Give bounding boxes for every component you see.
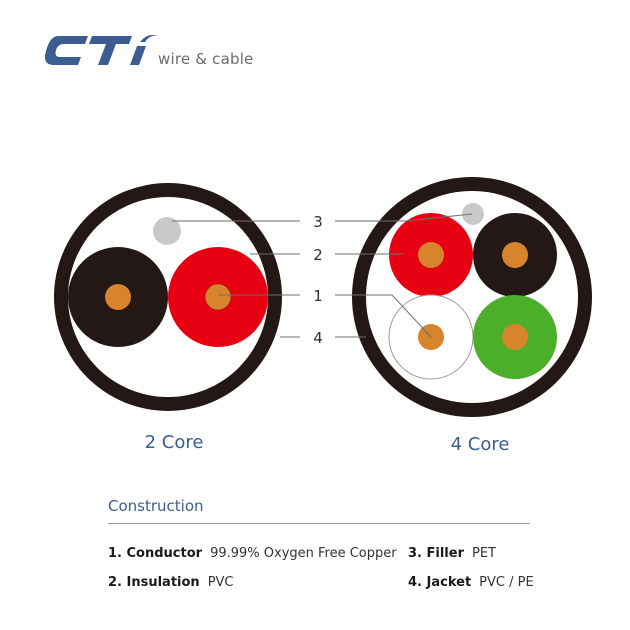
callout-jacket: 4 bbox=[313, 329, 323, 347]
caption-two-core: 2 Core bbox=[144, 432, 204, 453]
spec-conductor-value: 99.99% Oxygen Free Copper bbox=[210, 546, 397, 561]
four-core-filler bbox=[462, 203, 484, 225]
spec-conductor-key: 1. Conductor bbox=[108, 546, 203, 561]
cti-logo bbox=[45, 34, 158, 65]
two-core-cable bbox=[54, 183, 282, 411]
four-core-red-conductor bbox=[418, 242, 444, 268]
four-core-black-conductor bbox=[502, 242, 528, 268]
spec-filler: 3. Filler PET bbox=[408, 545, 496, 561]
construction-divider bbox=[108, 523, 530, 524]
spec-insulation-key: 2. Insulation bbox=[108, 575, 200, 590]
spec-filler-value: PET bbox=[472, 546, 496, 561]
caption-four-core: 4 Core bbox=[450, 434, 510, 455]
spec-jacket-key: 4. Jacket bbox=[408, 575, 472, 590]
callout-conductor: 1 bbox=[313, 287, 323, 305]
spec-jacket-value: PVC / PE bbox=[479, 575, 534, 590]
callout-filler: 3 bbox=[313, 213, 323, 231]
two-core-black-conductor bbox=[105, 284, 131, 310]
two-core-red-conductor bbox=[204, 283, 232, 311]
spec-filler-key: 3. Filler bbox=[408, 546, 464, 561]
construction-title: Construction bbox=[108, 497, 204, 515]
two-core-filler bbox=[153, 217, 181, 245]
four-core-green-conductor bbox=[502, 324, 528, 350]
logo-tagline: wire & cable bbox=[158, 50, 254, 68]
spec-insulation-value: PVC bbox=[207, 575, 234, 590]
callout-insulation: 2 bbox=[313, 246, 323, 264]
four-core-cable bbox=[352, 177, 592, 417]
callout-leader-lines bbox=[172, 213, 473, 338]
cable-cross-section-diagram: 3 2 1 4 bbox=[54, 177, 592, 417]
spec-conductor: 1. Conductor 99.99% Oxygen Free Copper bbox=[108, 545, 397, 561]
spec-jacket: 4. Jacket PVC / PE bbox=[408, 574, 534, 590]
spec-insulation: 2. Insulation PVC bbox=[108, 574, 234, 590]
